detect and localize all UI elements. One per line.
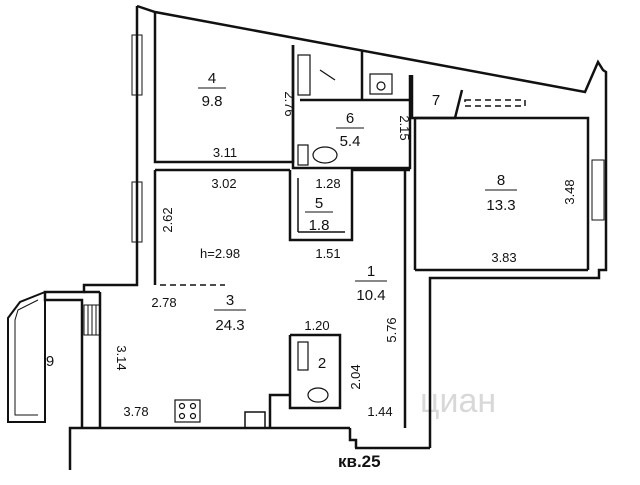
balcony-inner <box>14 299 39 416</box>
room-6-number: 6 <box>346 110 354 127</box>
closet-walls <box>268 393 290 428</box>
dim-2-76: 2.76 <box>282 91 297 116</box>
dim-3-83: 3.83 <box>491 250 516 265</box>
room-8-walls <box>415 116 590 270</box>
room-3-number: 3 <box>226 292 234 309</box>
toilet-tank-room-6 <box>297 144 309 166</box>
room-labels: 4 9.8 6 5.4 7 8 13.3 5 1.8 1 10.4 3 24.3… <box>46 70 517 372</box>
room-8-number: 8 <box>497 172 505 189</box>
window-hall <box>131 181 143 243</box>
outer-wall-left <box>43 6 139 428</box>
room-2-walls <box>288 333 342 410</box>
dim-1-44: 1.44 <box>367 404 392 419</box>
dim-2-04: 2.04 <box>348 364 363 389</box>
room-6-area: 5.4 <box>340 133 361 150</box>
toilet-room-2 <box>307 387 329 403</box>
windows <box>83 34 605 336</box>
fridge-outline <box>244 411 266 428</box>
room-5-number: 5 <box>315 195 323 212</box>
watermark-text: циан <box>420 382 496 420</box>
dim-3-48: 3.48 <box>562 179 577 204</box>
room-7-number: 7 <box>432 92 440 109</box>
stove <box>174 399 201 423</box>
dashed-lines <box>160 99 526 286</box>
stove-burner-3 <box>178 412 186 420</box>
dim-2-78: 2.78 <box>151 295 176 310</box>
toilet-tank-room-2 <box>297 341 309 371</box>
balcony-9 <box>7 291 46 423</box>
room-2-number: 2 <box>318 355 326 372</box>
dim-3-78: 3.78 <box>123 404 148 419</box>
dim-5-76: 5.76 <box>384 317 399 342</box>
dim-1-51: 1.51 <box>315 246 340 261</box>
dim-2-15: 2.15 <box>397 115 412 140</box>
dim-3-02: 3.02 <box>211 176 236 191</box>
room-6-walls <box>291 45 412 170</box>
outer-wall-right <box>136 4 608 448</box>
room-3-area: 24.3 <box>215 317 244 334</box>
dim-1-28: 1.28 <box>315 176 340 191</box>
washbasin-drain <box>376 81 386 91</box>
entrance-jamb <box>348 428 358 448</box>
bathtub <box>297 54 311 96</box>
window-room-4 <box>131 34 143 96</box>
walls <box>43 4 608 470</box>
stove-burner-2 <box>189 402 197 410</box>
room-1-number: 1 <box>367 263 375 280</box>
dim-1-20: 1.20 <box>304 318 329 333</box>
apartment-label: кв.25 <box>338 452 381 471</box>
dim-2-62: 2.62 <box>160 207 175 232</box>
room-9-number: 9 <box>46 353 54 370</box>
shower-symbol <box>319 69 336 81</box>
room-8-area: 13.3 <box>486 197 515 214</box>
dimension-labels: 2.76 3.11 2.15 3.02 1.28 2.62 1.51 3.48 … <box>114 91 577 419</box>
dim-3-14: 3.14 <box>114 345 129 370</box>
ceiling-height: h=2.98 <box>200 246 240 261</box>
room-1-area: 10.4 <box>356 287 385 304</box>
dim-3-11: 3.11 <box>213 145 237 160</box>
stove-burner-1 <box>178 402 186 410</box>
fixtures <box>174 54 393 423</box>
toilet-room-6 <box>312 146 338 164</box>
room-5-area: 1.8 <box>309 217 330 234</box>
balcony-outline <box>7 291 46 423</box>
dashed-room-7 <box>464 99 526 107</box>
window-room-8 <box>591 159 605 221</box>
washbasin <box>369 73 393 95</box>
room-5-walls <box>288 168 410 242</box>
outer-wall-bottom-left <box>68 426 82 470</box>
stove-burner-4 <box>189 412 197 420</box>
room-4-number: 4 <box>208 70 216 87</box>
room-4-area: 9.8 <box>202 93 223 110</box>
